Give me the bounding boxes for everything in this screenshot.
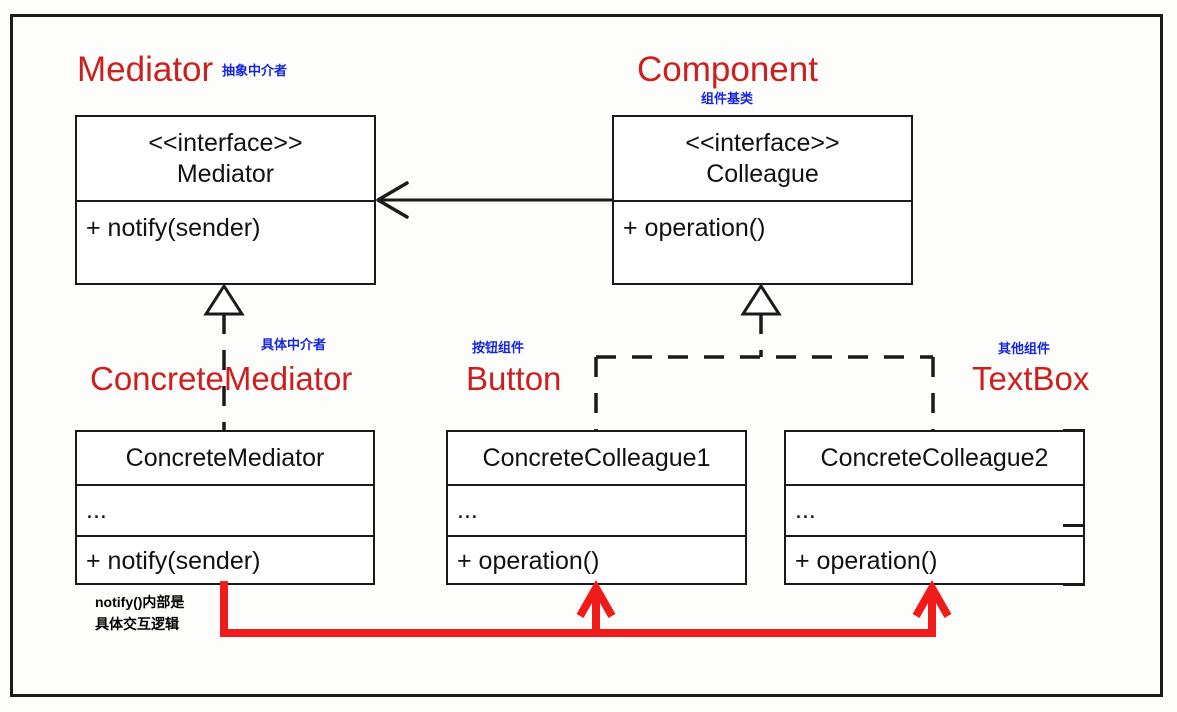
member-notify-sender-concrete: + notify(sender) xyxy=(86,546,261,575)
class-box-colleague-interface: <<interface>> Colleague + operation() xyxy=(612,115,913,285)
stereotype-interface-colleague: <<interface>> xyxy=(685,129,840,157)
class-members-concrete-colleague1: + operation() xyxy=(448,535,745,585)
annotation-notify-note: notify()内部是 具体交互逻辑 xyxy=(95,592,184,635)
class-name-concrete-mediator: ConcreteMediator xyxy=(125,443,325,472)
role-title-textbox: TextBox xyxy=(972,360,1090,397)
role-title-button: Button xyxy=(466,360,562,397)
class-members-concrete-colleague2: + operation() xyxy=(786,535,1083,585)
member-operation-concrete-colleague2: + operation() xyxy=(795,546,938,575)
member-notify-sender: + notify(sender) xyxy=(86,214,261,242)
annotation-notify-note-line1: notify()内部是 xyxy=(95,594,185,610)
annotation-concrete-mediator-cn: 具体中介者 xyxy=(261,337,327,352)
class-header-concrete-mediator: ConcreteMediator xyxy=(77,432,373,484)
member-operation-concrete-colleague1: + operation() xyxy=(457,546,600,575)
attribute-ellipsis-concrete-colleague1: ... xyxy=(457,496,478,524)
class-name-concrete-colleague1: ConcreteColleague1 xyxy=(482,443,711,472)
annotation-component-cn: 组件基类 xyxy=(701,91,754,106)
class-header-concrete-colleague1: ConcreteColleague1 xyxy=(448,432,745,484)
class-header-concrete-colleague2: ConcreteColleague2 xyxy=(786,432,1083,484)
decor-segment-mid-right xyxy=(1063,524,1085,527)
annotation-textbox-cn: 其他组件 xyxy=(998,341,1051,356)
role-title-mediator: Mediator xyxy=(77,50,214,89)
stereotype-interface-mediator: <<interface>> xyxy=(148,129,303,157)
class-name-mediator: Mediator xyxy=(176,159,275,188)
role-title-concrete-mediator: ConcreteMediator xyxy=(90,360,353,397)
class-attributes-concrete-mediator: ... xyxy=(77,484,373,535)
class-attributes-concrete-colleague2: ... xyxy=(786,484,1083,535)
decor-segment-top-right xyxy=(1063,429,1085,432)
class-attributes-concrete-colleague1: ... xyxy=(448,484,745,535)
annotation-button-cn: 按钮组件 xyxy=(472,340,525,355)
role-title-component: Component xyxy=(637,50,818,89)
class-name-concrete-colleague2: ConcreteColleague2 xyxy=(820,443,1049,472)
class-box-mediator-interface: <<interface>> Mediator + notify(sender) xyxy=(75,115,376,285)
attribute-ellipsis-concrete-colleague2: ... xyxy=(795,496,816,524)
decor-segment-bottom-right xyxy=(1063,583,1085,586)
member-operation-colleague: + operation() xyxy=(623,214,766,242)
class-members-concrete-mediator: + notify(sender) xyxy=(77,535,373,585)
class-box-concrete-colleague1: ConcreteColleague1 ... + operation() xyxy=(446,430,747,585)
class-header-colleague: <<interface>> Colleague xyxy=(614,117,911,200)
class-members-mediator: + notify(sender) xyxy=(77,200,374,282)
class-name-colleague: Colleague xyxy=(706,159,819,188)
annotation-notify-note-line2: 具体交互逻辑 xyxy=(95,615,179,632)
class-header-mediator: <<interface>> Mediator xyxy=(77,117,374,200)
class-box-concrete-mediator: ConcreteMediator ... + notify(sender) xyxy=(75,430,375,585)
attribute-ellipsis-concrete-mediator: ... xyxy=(86,496,107,524)
class-box-concrete-colleague2: ConcreteColleague2 ... + operation() xyxy=(784,430,1085,585)
class-members-colleague: + operation() xyxy=(614,200,911,282)
annotation-mediator-cn: 抽象中介者 xyxy=(222,63,288,78)
